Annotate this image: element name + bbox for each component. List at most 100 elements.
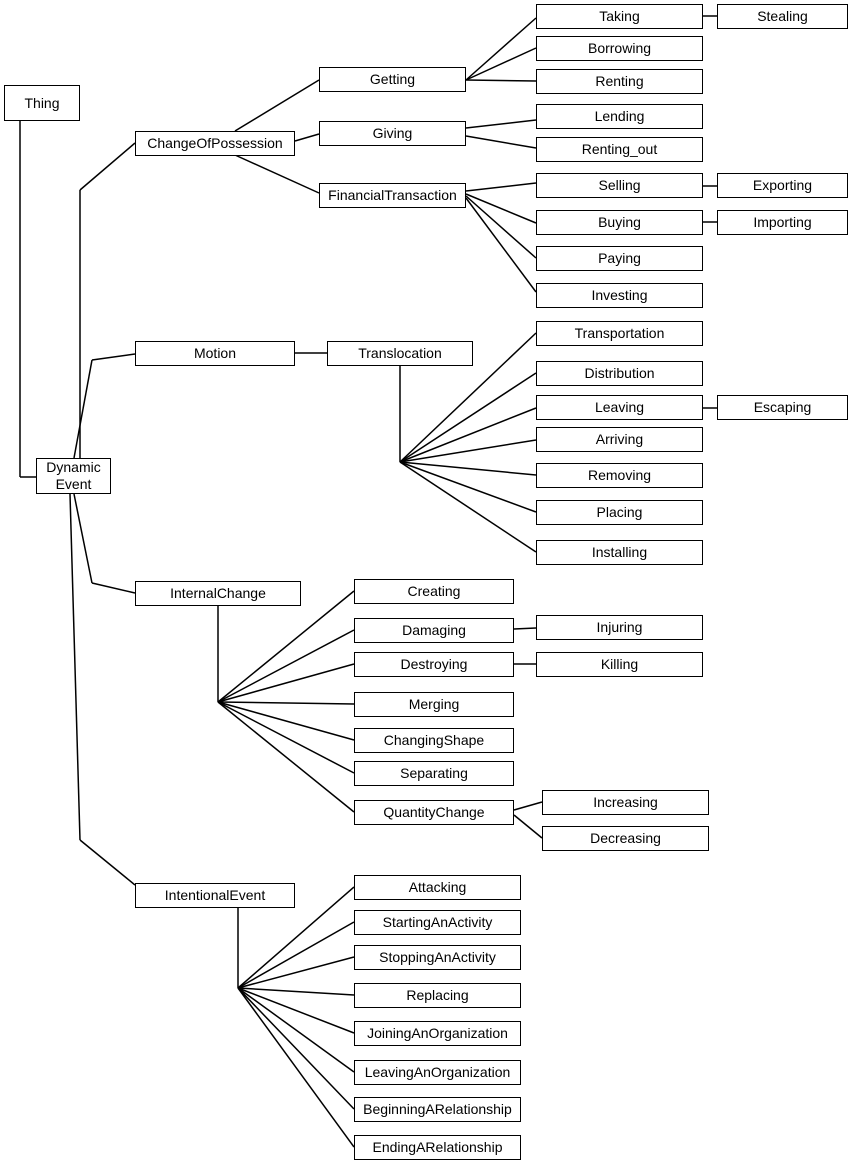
node-change-of-possession: ChangeOfPossession	[135, 131, 295, 156]
node-label: Importing	[753, 214, 812, 230]
node-label: Translocation	[358, 345, 442, 361]
node-label: Taking	[599, 8, 640, 24]
node-label: Paying	[598, 250, 641, 266]
node-label: Placing	[596, 504, 643, 520]
node-giving: Giving	[319, 121, 466, 146]
node-thing: Thing	[4, 85, 80, 121]
node-label: Renting_out	[581, 141, 658, 157]
node-stopping-an-activity: StoppingAnActivity	[354, 945, 521, 970]
node-label: StoppingAnActivity	[379, 949, 496, 965]
node-destroying: Destroying	[354, 652, 514, 677]
node-label: InternalChange	[170, 585, 266, 601]
node-label: Killing	[600, 656, 639, 672]
node-damaging: Damaging	[354, 618, 514, 643]
node-label: ChangeOfPossession	[147, 135, 283, 151]
node-motion: Motion	[135, 341, 295, 366]
node-increasing: Increasing	[542, 790, 709, 815]
node-label: Increasing	[593, 794, 658, 810]
node-financial-transaction: FinancialTransaction	[319, 183, 466, 208]
node-label: Arriving	[595, 431, 644, 447]
node-importing: Importing	[717, 210, 848, 235]
node-selling: Selling	[536, 173, 703, 198]
node-starting-an-activity: StartingAnActivity	[354, 910, 521, 935]
node-label: Selling	[598, 177, 641, 193]
node-label: Dynamic	[46, 459, 101, 475]
node-label: EndingARelationship	[372, 1139, 503, 1155]
node-label: Thing	[24, 94, 60, 111]
node-label: Exporting	[752, 177, 813, 193]
node-creating: Creating	[354, 579, 514, 604]
node-label: Creating	[407, 583, 461, 599]
node-leaving: Leaving	[536, 395, 703, 420]
node-label: ChangingShape	[383, 732, 485, 748]
node-label: Lending	[594, 108, 645, 124]
node-replacing: Replacing	[354, 983, 521, 1008]
node-removing: Removing	[536, 463, 703, 488]
node-arriving: Arriving	[536, 427, 703, 452]
node-attacking: Attacking	[354, 875, 521, 900]
node-label: Decreasing	[590, 830, 661, 846]
node-label: Buying	[598, 214, 641, 230]
node-stealing: Stealing	[717, 4, 848, 29]
node-renting-out: Renting_out	[536, 137, 703, 162]
node-label: Leaving	[594, 399, 645, 415]
node-label: Distribution	[584, 365, 655, 381]
node-escaping: Escaping	[717, 395, 848, 420]
node-label: LeavingAnOrganization	[364, 1064, 511, 1080]
node-borrowing: Borrowing	[536, 36, 703, 61]
node-label: JoiningAnOrganization	[367, 1025, 508, 1041]
node-investing: Investing	[536, 283, 703, 308]
node-translocation: Translocation	[327, 341, 473, 366]
node-label: Injuring	[596, 619, 643, 635]
node-ending-a-relationship: EndingARelationship	[354, 1135, 521, 1160]
node-exporting: Exporting	[717, 173, 848, 198]
node-label: Stealing	[757, 8, 808, 24]
node-label: Investing	[591, 287, 648, 303]
node-label: Giving	[372, 125, 413, 141]
node-label: Merging	[408, 696, 460, 712]
node-merging: Merging	[354, 692, 514, 717]
node-label: Event	[55, 476, 92, 492]
node-label: Borrowing	[587, 40, 652, 56]
node-joining-an-organization: JoiningAnOrganization	[354, 1021, 521, 1046]
node-label: Removing	[587, 467, 652, 483]
node-label: Replacing	[406, 987, 469, 1003]
node-quantity-change: QuantityChange	[354, 800, 514, 825]
node-decreasing: Decreasing	[542, 826, 709, 851]
node-label: IntentionalEvent	[164, 887, 266, 903]
node-label: Transportation	[574, 325, 665, 341]
node-label: QuantityChange	[383, 804, 485, 820]
node-label: Motion	[193, 345, 237, 361]
node-killing: Killing	[536, 652, 703, 677]
node-label: Renting	[595, 73, 644, 89]
node-installing: Installing	[536, 540, 703, 565]
node-taking: Taking	[536, 4, 703, 29]
node-separating: Separating	[354, 761, 514, 786]
node-label: Damaging	[402, 622, 466, 638]
node-beginning-a-relationship: BeginningARelationship	[354, 1097, 521, 1122]
node-label: BeginningARelationship	[363, 1101, 512, 1117]
node-label: Getting	[369, 71, 416, 87]
node-label: Separating	[400, 765, 468, 781]
node-leaving-an-organization: LeavingAnOrganization	[354, 1060, 521, 1085]
node-getting: Getting	[319, 67, 466, 92]
node-label: Installing	[591, 544, 648, 560]
node-label: Attacking	[408, 879, 467, 895]
node-distribution: Distribution	[536, 361, 703, 386]
node-intentional-event: IntentionalEvent	[135, 883, 295, 908]
node-label: Escaping	[753, 399, 812, 415]
node-injuring: Injuring	[536, 615, 703, 640]
node-renting: Renting	[536, 69, 703, 94]
node-buying: Buying	[536, 210, 703, 235]
node-changing-shape: ChangingShape	[354, 728, 514, 753]
node-lending: Lending	[536, 104, 703, 129]
node-label: StartingAnActivity	[382, 914, 493, 930]
node-placing: Placing	[536, 500, 703, 525]
node-paying: Paying	[536, 246, 703, 271]
node-label: FinancialTransaction	[328, 187, 457, 203]
node-internal-change: InternalChange	[135, 581, 301, 606]
node-label: Destroying	[400, 656, 468, 672]
